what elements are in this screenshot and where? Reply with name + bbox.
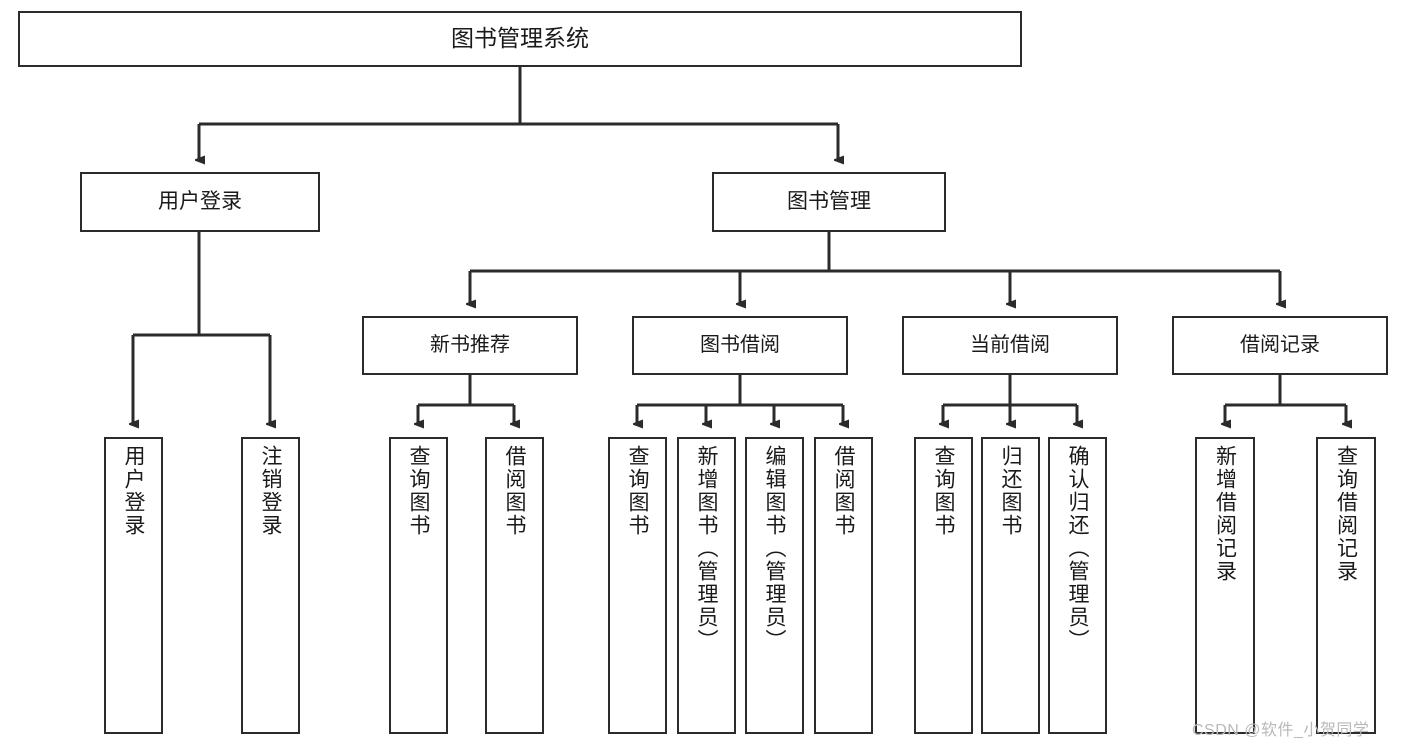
watermark: CSDN @软件_小贺同学 — [1192, 722, 1370, 739]
leaf-confirm-return[interactable]: 确认归还（管理员） — [1048, 437, 1107, 734]
leaf-user-logout[interactable]: 注销登录 — [241, 437, 300, 734]
leaf-add-book[interactable]: 新增图书（管理员） — [677, 437, 736, 734]
leaf-borrow-book-2-label: 借阅图书 — [832, 445, 855, 537]
leaf-add-record-label: 新增借阅记录 — [1213, 445, 1237, 583]
node-current-borrow-label: 当前借阅 — [970, 334, 1050, 357]
leaf-query-book-3-label: 查询图书 — [932, 445, 955, 537]
node-root[interactable]: 图书管理系统 — [18, 11, 1022, 67]
leaf-confirm-return-label: 确认归还（管理员） — [1066, 445, 1089, 652]
leaf-borrow-book-2[interactable]: 借阅图书 — [814, 437, 873, 734]
node-borrow-record[interactable]: 借阅记录 — [1172, 316, 1388, 375]
node-user-login-label: 用户登录 — [158, 190, 242, 214]
leaf-query-book-1[interactable]: 查询图书 — [389, 437, 448, 734]
leaf-user-login-label: 用户登录 — [122, 445, 145, 537]
leaf-query-book-2-label: 查询图书 — [626, 445, 649, 537]
leaf-add-book-label: 新增图书（管理员） — [695, 445, 718, 652]
node-book-borrow[interactable]: 图书借阅 — [632, 316, 848, 375]
node-borrow-record-label: 借阅记录 — [1240, 334, 1320, 357]
leaf-return-book[interactable]: 归还图书 — [981, 437, 1040, 734]
node-new-book-recommend-label: 新书推荐 — [430, 334, 510, 357]
leaf-user-logout-label: 注销登录 — [259, 445, 282, 537]
leaf-query-record-label: 查询借阅记录 — [1334, 445, 1358, 583]
leaf-query-book-3[interactable]: 查询图书 — [914, 437, 973, 734]
leaf-user-login[interactable]: 用户登录 — [104, 437, 163, 734]
node-new-book-recommend[interactable]: 新书推荐 — [362, 316, 578, 375]
leaf-edit-book-label: 编辑图书（管理员） — [763, 445, 786, 652]
leaf-query-book-1-label: 查询图书 — [407, 445, 430, 537]
leaf-borrow-book-1[interactable]: 借阅图书 — [485, 437, 544, 734]
node-book-manage-label: 图书管理 — [787, 190, 871, 214]
node-book-manage[interactable]: 图书管理 — [712, 172, 946, 232]
node-root-label: 图书管理系统 — [451, 25, 589, 52]
node-user-login[interactable]: 用户登录 — [80, 172, 320, 232]
node-book-borrow-label: 图书借阅 — [700, 334, 780, 357]
leaf-query-book-2[interactable]: 查询图书 — [608, 437, 667, 734]
leaf-edit-book[interactable]: 编辑图书（管理员） — [745, 437, 804, 734]
leaf-borrow-book-1-label: 借阅图书 — [503, 445, 526, 537]
leaf-add-record[interactable]: 新增借阅记录 — [1195, 437, 1255, 734]
leaf-query-record[interactable]: 查询借阅记录 — [1316, 437, 1376, 734]
leaf-return-book-label: 归还图书 — [999, 445, 1022, 537]
node-current-borrow[interactable]: 当前借阅 — [902, 316, 1118, 375]
